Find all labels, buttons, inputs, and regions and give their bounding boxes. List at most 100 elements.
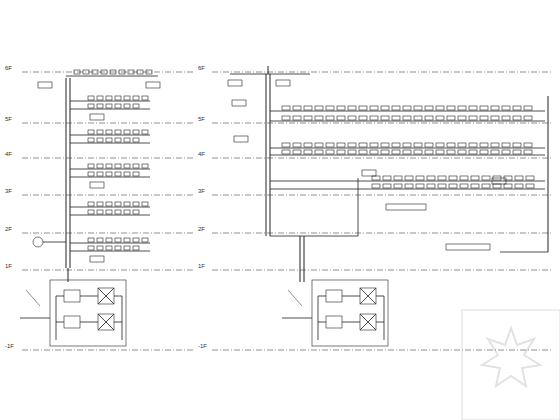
fan-coil-unit bbox=[97, 130, 103, 134]
fan-coil-unit bbox=[438, 176, 446, 180]
chiller-symbol bbox=[360, 314, 376, 330]
fan-coil-unit bbox=[88, 164, 94, 168]
fan-coil-unit bbox=[282, 106, 290, 110]
floor-label: 6F bbox=[197, 65, 206, 72]
fan-coil-unit bbox=[359, 116, 367, 120]
watermark-frame bbox=[462, 310, 560, 420]
fan-coil-unit bbox=[370, 106, 378, 110]
floor-line bbox=[212, 123, 552, 124]
leader-line bbox=[26, 290, 40, 306]
branch-pipe bbox=[114, 322, 122, 323]
fan-coil-unit bbox=[115, 202, 121, 206]
fan-coil-unit bbox=[493, 184, 501, 188]
floor-line bbox=[22, 350, 195, 351]
fan-coil-unit bbox=[427, 184, 435, 188]
fan-coil-unit bbox=[403, 106, 411, 110]
fan-coil-unit bbox=[449, 184, 457, 188]
branch-pipe bbox=[70, 177, 150, 178]
fan-coil-unit bbox=[381, 116, 389, 120]
fan-coil-unit bbox=[101, 70, 107, 74]
fan-coil-unit bbox=[133, 238, 139, 242]
fan-coil-unit bbox=[133, 202, 139, 206]
air-handler-symbol bbox=[228, 80, 242, 86]
fan-coil-unit bbox=[293, 116, 301, 120]
riser-pipe bbox=[358, 178, 359, 236]
fan-coil-unit bbox=[124, 130, 130, 134]
fan-coil-unit bbox=[482, 184, 490, 188]
fan-coil-unit bbox=[414, 116, 422, 120]
fan-coil-unit bbox=[115, 172, 121, 176]
chiller-symbol bbox=[98, 288, 114, 304]
fan-coil-unit bbox=[115, 238, 121, 242]
branch-pipe bbox=[114, 296, 122, 297]
fan-coil-unit bbox=[304, 106, 312, 110]
fan-coil-unit bbox=[372, 176, 380, 180]
fan-coil-unit bbox=[471, 184, 479, 188]
fan-coil-unit bbox=[97, 210, 103, 214]
floor-label: 4F bbox=[4, 151, 13, 158]
fan-coil-unit bbox=[110, 70, 116, 74]
fan-coil-unit bbox=[106, 96, 112, 100]
fan-coil-unit bbox=[471, 176, 479, 180]
fan-coil-unit bbox=[526, 184, 534, 188]
fan-coil-unit bbox=[293, 106, 301, 110]
fan-coil-unit bbox=[315, 143, 323, 147]
fan-coil-unit bbox=[97, 138, 103, 142]
fan-coil-unit bbox=[133, 138, 139, 142]
fan-coil-unit bbox=[359, 143, 367, 147]
fan-coil-unit bbox=[97, 202, 103, 206]
floor-line bbox=[22, 158, 195, 159]
fan-coil-unit bbox=[315, 150, 323, 154]
branch-pipe bbox=[56, 322, 64, 323]
floor-line bbox=[22, 195, 195, 196]
floor-line bbox=[22, 123, 195, 124]
fan-coil-unit bbox=[304, 150, 312, 154]
branch-pipe bbox=[70, 143, 150, 144]
floor-line bbox=[22, 270, 195, 271]
fan-coil-unit bbox=[97, 172, 103, 176]
fan-coil-unit bbox=[392, 116, 400, 120]
fan-coil-unit bbox=[124, 246, 130, 250]
fan-coil-unit bbox=[469, 106, 477, 110]
chiller-symbol bbox=[360, 288, 376, 304]
fan-coil-unit bbox=[133, 172, 139, 176]
fan-coil-unit bbox=[491, 116, 499, 120]
branch-pipe bbox=[43, 242, 66, 243]
pump-symbol bbox=[326, 290, 342, 302]
fan-coil-unit bbox=[447, 150, 455, 154]
floor-label: 3F bbox=[4, 188, 13, 195]
fan-coil-unit bbox=[436, 143, 444, 147]
floor-label: 1F bbox=[197, 263, 206, 270]
fan-coil-unit bbox=[491, 150, 499, 154]
fan-coil-unit bbox=[92, 70, 98, 74]
fan-coil-unit bbox=[133, 210, 139, 214]
fan-coil-unit bbox=[449, 176, 457, 180]
fan-coil-unit bbox=[460, 176, 468, 180]
fan-coil-unit bbox=[326, 116, 334, 120]
branch-pipe bbox=[270, 189, 545, 190]
fan-coil-unit bbox=[326, 106, 334, 110]
fan-coil-unit bbox=[142, 202, 148, 206]
fan-coil-unit bbox=[115, 138, 121, 142]
fan-coil-unit bbox=[124, 172, 130, 176]
fan-coil-unit bbox=[88, 246, 94, 250]
branch-pipe bbox=[230, 74, 310, 75]
riser-pipe bbox=[266, 74, 267, 236]
fan-coil-unit bbox=[458, 106, 466, 110]
fan-coil-unit bbox=[115, 96, 121, 100]
fan-coil-unit bbox=[381, 150, 389, 154]
fan-coil-unit bbox=[293, 143, 301, 147]
fan-coil-unit bbox=[97, 238, 103, 242]
floor-line bbox=[212, 350, 552, 351]
branch-pipe bbox=[376, 296, 384, 297]
pump-symbol bbox=[64, 290, 80, 302]
leader-line bbox=[288, 290, 302, 306]
fan-coil-unit bbox=[372, 184, 380, 188]
fan-coil-unit bbox=[524, 116, 532, 120]
fan-coil-unit bbox=[119, 70, 125, 74]
floor-line bbox=[212, 72, 552, 73]
fan-coil-unit bbox=[370, 116, 378, 120]
fan-coil-unit bbox=[447, 143, 455, 147]
fan-coil-unit bbox=[337, 116, 345, 120]
